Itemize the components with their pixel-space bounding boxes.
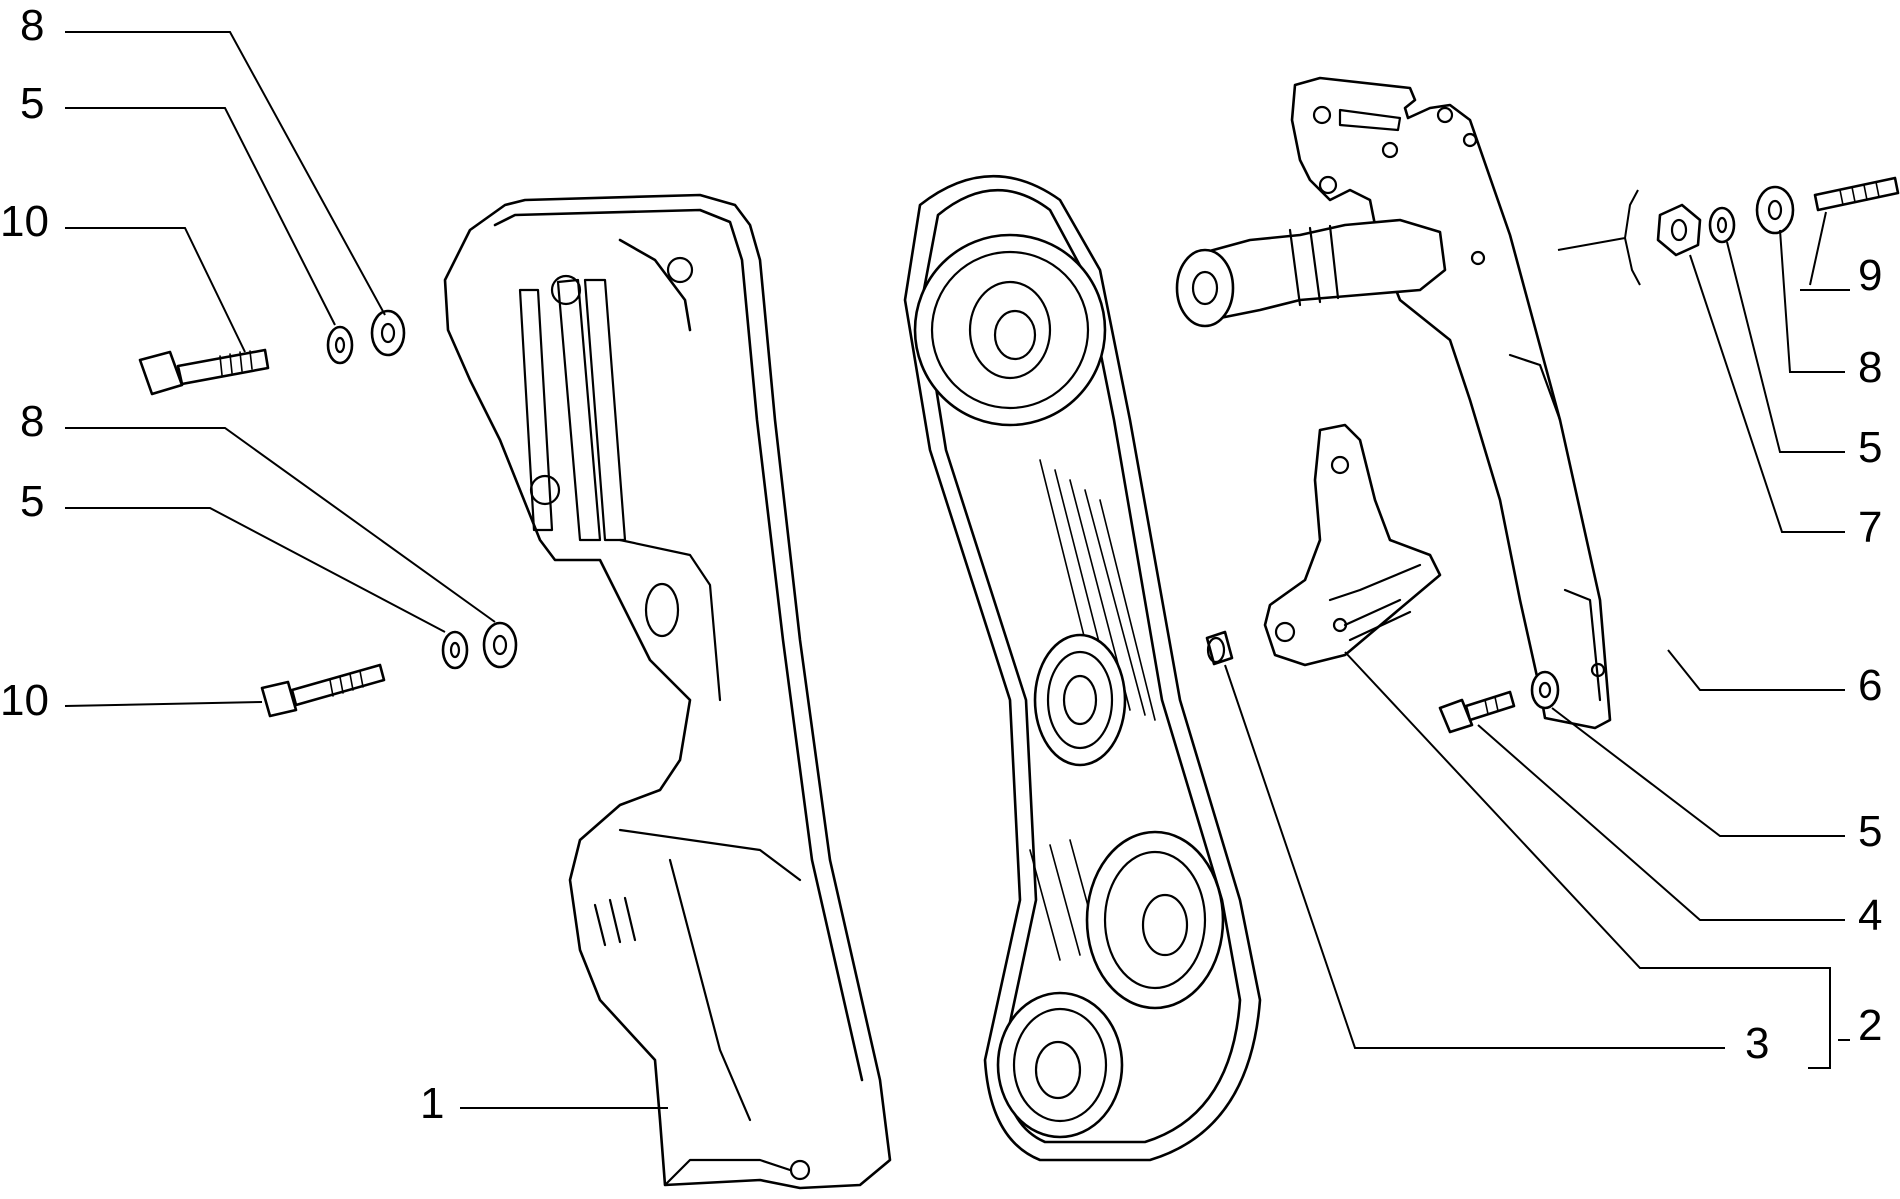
camshaft-pulley [913,233,1107,427]
washer-8-lower [482,621,518,669]
callout-2: 2 [1858,1001,1882,1050]
washer-5-right-upper [1708,206,1736,244]
callout-7: 7 [1858,503,1882,552]
tensioner-bearing [1033,633,1127,767]
callout-6: 6 [1858,661,1882,710]
callout-5-top-left: 5 [20,79,44,128]
washer-8-upper [370,309,406,357]
washer-5-lower [441,630,469,670]
timing-belt-cover [443,193,892,1190]
callout-10-lower-left: 10 [0,676,49,725]
engine-mount-bracket [1290,76,1612,730]
callout-10-upper-left: 10 [0,197,49,246]
callout-8-right: 8 [1858,343,1882,392]
callout-5-mid-left: 5 [20,477,44,526]
stud [1205,630,1234,666]
washer-5-right-lower [1530,670,1560,710]
bolt-10-upper [138,348,270,396]
idler-pulley [1085,830,1225,1010]
callout-9: 9 [1858,251,1882,300]
crankshaft-sprocket [996,991,1124,1139]
bolt-4 [1438,690,1516,734]
callout-8-mid-left: 8 [20,397,44,446]
mount-shaft [1175,218,1447,328]
washer-8-right [1755,185,1795,235]
callout-5-right-lower: 5 [1858,807,1882,856]
tensioner-bracket [1263,423,1442,667]
washer-5-upper [326,325,354,365]
callout-4: 4 [1858,891,1882,940]
callout-5-right-upper: 5 [1858,423,1882,472]
callout-labels: 8 5 10 8 5 10 1 9 8 5 7 6 5 4 3 2 [0,1,1882,1128]
bolt-9 [1813,176,1900,212]
bolt-10-lower [260,663,386,718]
leader-lines [64,31,1850,1109]
nut-7 [1656,203,1702,257]
callout-1: 1 [420,1079,444,1128]
callout-8-top-left: 8 [20,1,44,50]
callout-3: 3 [1745,1019,1769,1068]
